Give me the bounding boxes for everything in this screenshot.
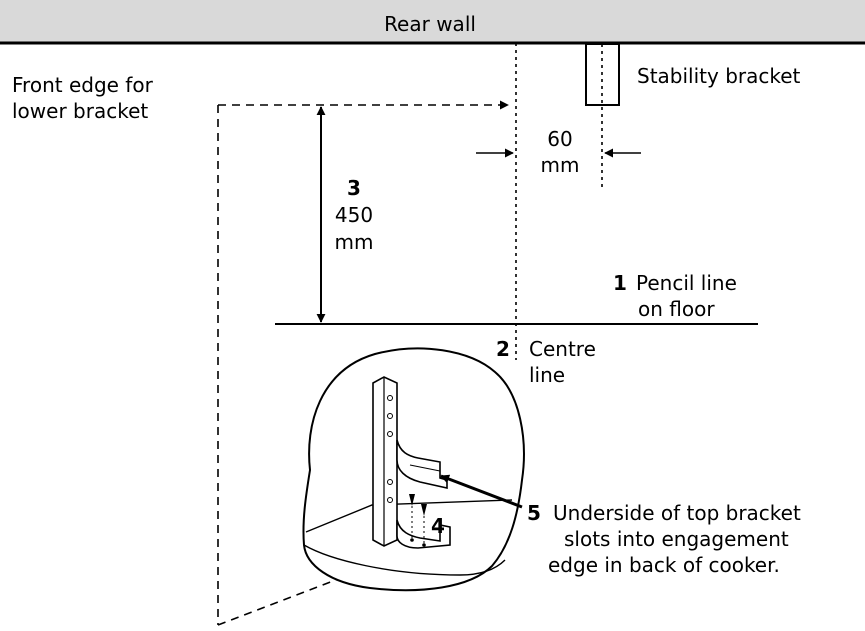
centre-label-1: Centre xyxy=(529,337,596,361)
stability-bracket-label: Stability bracket xyxy=(637,64,801,88)
bracket-foot xyxy=(396,519,451,549)
bracket-upper-arm-edge xyxy=(409,464,441,472)
underside-label-2: slots into engagement xyxy=(564,527,789,551)
centre-number: 2 xyxy=(496,337,510,361)
bracket-hole xyxy=(387,479,393,485)
screw-icon xyxy=(409,494,415,506)
pencil-number: 1 xyxy=(613,271,627,295)
screw-hole xyxy=(422,543,426,547)
pencil-label-2: on floor xyxy=(638,297,715,321)
height-number: 3 xyxy=(347,176,361,200)
underside-arrow xyxy=(440,474,523,509)
rear-wall xyxy=(0,0,865,42)
screw-hole xyxy=(410,538,414,542)
bracket-hole xyxy=(387,395,393,401)
rear-wall-label: Rear wall xyxy=(384,12,476,36)
front-edge-label-2: lower bracket xyxy=(12,99,148,123)
pencil-label-1: Pencil line xyxy=(636,271,737,295)
bracket-hole xyxy=(387,413,393,419)
bracket-hole xyxy=(387,431,393,437)
underside-label-1: Underside of top bracket xyxy=(553,501,801,525)
underside-label-3: edge in back of cooker. xyxy=(548,553,780,577)
floor-junction xyxy=(305,499,513,533)
screw-icon xyxy=(421,504,427,516)
cutaway-detail: 4 xyxy=(302,347,525,592)
bracket-hole xyxy=(387,497,393,503)
front-edge-label-1: Front edge for xyxy=(12,73,154,97)
centre-label-2: line xyxy=(529,363,565,387)
bracket-number: 4 xyxy=(431,514,445,538)
height-unit: mm xyxy=(335,230,374,254)
underside-number: 5 xyxy=(527,501,541,525)
floor-edge xyxy=(303,544,506,576)
bracket-plate xyxy=(372,376,398,547)
offset-value: 60 xyxy=(547,127,572,151)
height-value: 450 xyxy=(335,203,373,227)
offset-unit: mm xyxy=(541,153,580,177)
